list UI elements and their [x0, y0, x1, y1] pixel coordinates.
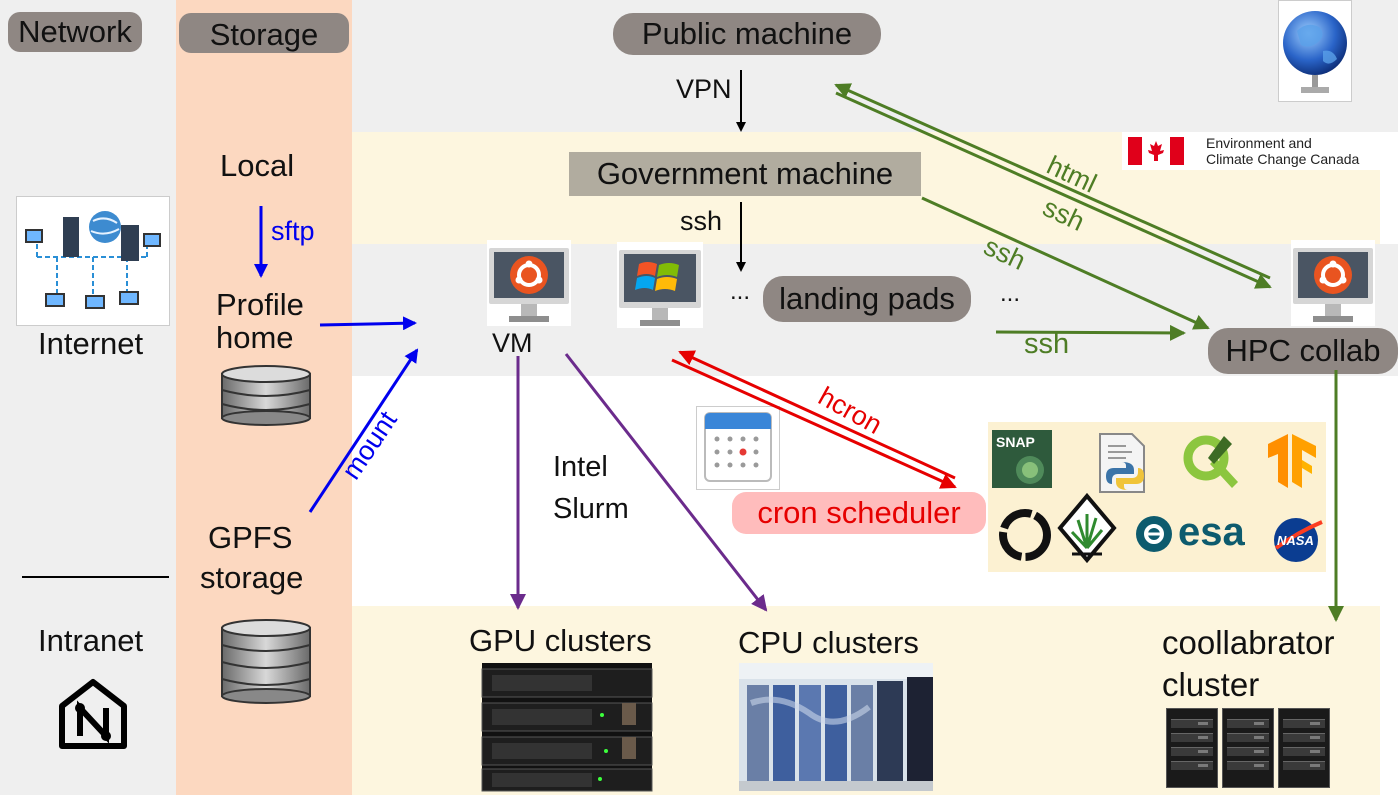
- globe-icon: [1278, 0, 1352, 102]
- slurm-label: Slurm: [553, 493, 629, 525]
- gpfs-label-line2: storage: [200, 560, 304, 595]
- ring-logo: [996, 506, 1054, 564]
- ssh-edge-label: ssh: [1024, 328, 1070, 360]
- esa-logo-text: esa: [1178, 510, 1245, 554]
- database-icon: [220, 364, 312, 426]
- gpu-clusters-label: GPU clusters: [469, 623, 652, 658]
- tensorflow-icon: [1262, 430, 1322, 492]
- cron-scheduler-node: cron scheduler: [732, 492, 986, 534]
- grass-diamond-logo: [1056, 492, 1118, 564]
- network-header: Network: [8, 12, 142, 52]
- gpu-cluster-photo: [481, 663, 653, 792]
- collaborator-cluster-label-line1: coollabrator: [1162, 624, 1335, 661]
- collaborator-cluster-label-line2: cluster: [1162, 666, 1260, 703]
- qgis-icon: [1180, 430, 1240, 492]
- network-diagram-icon: [16, 196, 170, 326]
- esa-logo: esa: [1134, 510, 1264, 554]
- internet-label: Internet: [38, 326, 144, 361]
- snap-logo: SNAP: [992, 430, 1052, 488]
- nasa-logo-text: NASA: [1277, 533, 1314, 548]
- profile-home-label-line2: home: [216, 320, 294, 355]
- intranet-house-icon: [56, 676, 130, 750]
- calendar-icon: [696, 406, 780, 490]
- network-divider: [22, 576, 169, 578]
- hpc-collab-node: HPC collab: [1208, 328, 1398, 374]
- ellipsis-left: ...: [730, 278, 751, 305]
- local-label: Local: [220, 148, 295, 183]
- server-rack-icon: [1164, 706, 1334, 788]
- eccc-logo-line1: Environment and: [1206, 135, 1312, 151]
- science-logos-panel: SNAP: [988, 422, 1326, 572]
- intranet-label: Intranet: [38, 623, 144, 658]
- vm-label: VM: [492, 328, 533, 358]
- eccc-logo-line2: Climate Change Canada: [1206, 151, 1360, 167]
- sftp-label: sftp: [271, 216, 315, 246]
- public-machine-node: Public machine: [613, 13, 881, 55]
- database-icon: [220, 618, 312, 704]
- gpfs-label-line1: GPFS: [208, 520, 293, 555]
- windows-monitor-icon: [617, 242, 703, 328]
- ssh-label: ssh: [680, 206, 723, 236]
- landing-pads-node: landing pads: [763, 276, 971, 322]
- storage-header: Storage: [179, 13, 349, 53]
- vpn-label: VPN: [676, 74, 732, 104]
- cpu-clusters-label: CPU clusters: [738, 625, 919, 660]
- hcron-label: hcron: [813, 381, 888, 440]
- canada-flag-icon: [1128, 137, 1184, 165]
- ubuntu-monitor-icon: [487, 240, 571, 326]
- ubuntu-monitor-icon: [1291, 240, 1375, 326]
- ellipsis-right: ...: [1000, 280, 1021, 307]
- cpu-cluster-photo: [739, 663, 933, 791]
- nasa-logo: NASA: [1270, 514, 1324, 564]
- eccc-logo: Environment and Climate Change Canada: [1122, 132, 1380, 170]
- intel-label: Intel: [553, 451, 608, 483]
- government-machine-node: Government machine: [569, 152, 921, 196]
- python-file-icon: [1096, 432, 1152, 494]
- network-column: [0, 0, 176, 795]
- profile-home-label-line1: Profile: [216, 287, 304, 322]
- snap-logo-text: SNAP: [996, 434, 1035, 450]
